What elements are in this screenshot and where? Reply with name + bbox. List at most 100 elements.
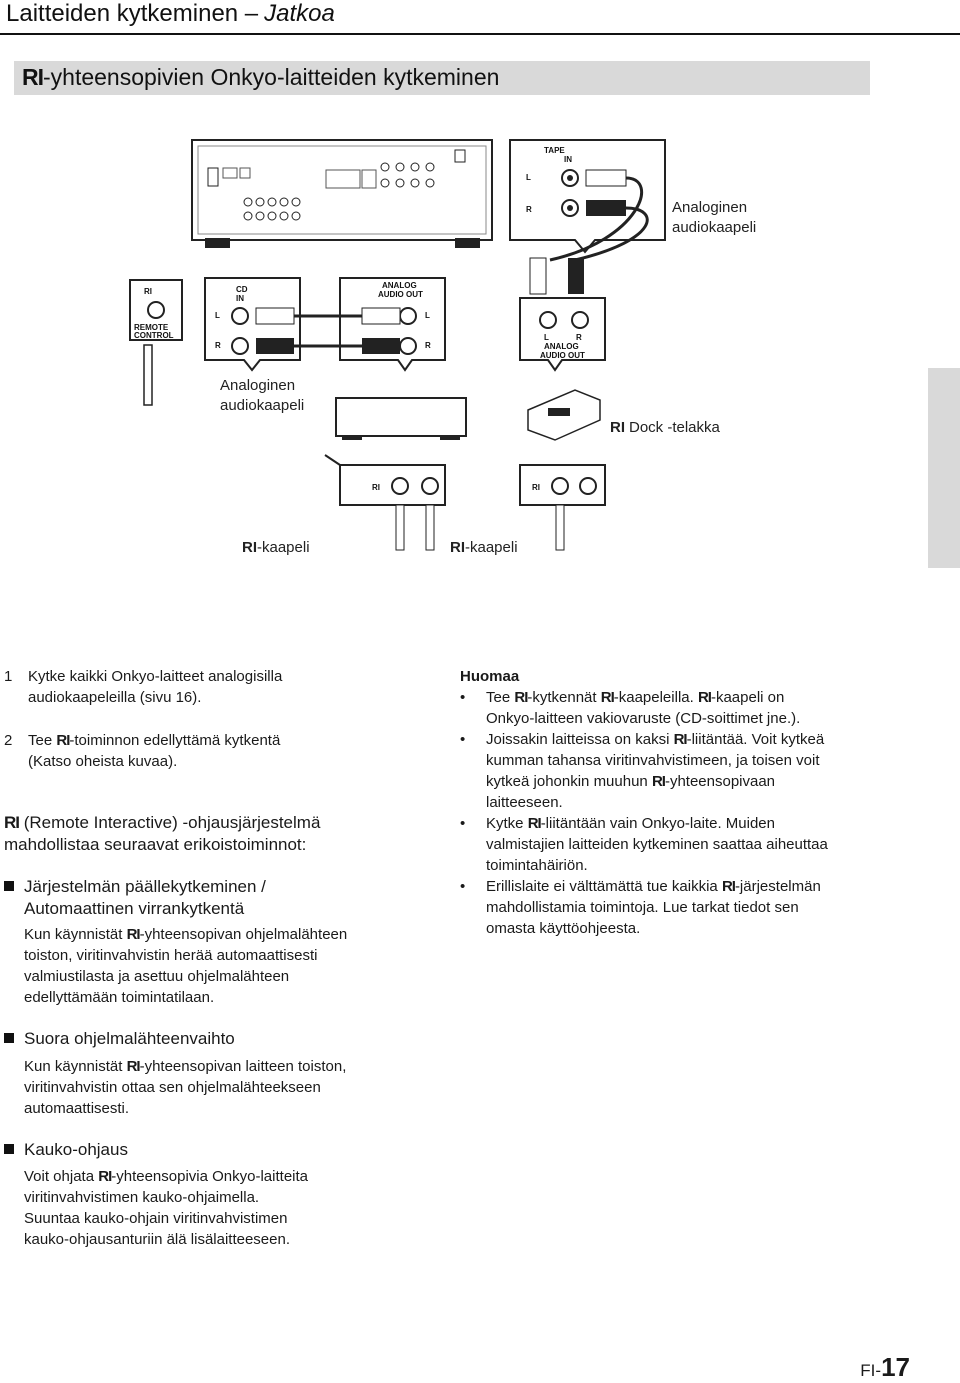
- title-rule: [0, 33, 960, 35]
- feature-3-pre: Voit ohjata: [24, 1168, 95, 1185]
- feature-3-line-d: kauko-ohjausanturiin älä lisälaitteeseen…: [24, 1231, 291, 1248]
- feature-1-heading: Järjestelmän päällekytkeminen / Automaat…: [4, 876, 444, 920]
- note-4-line-b: mahdollistamia toimintoja. Lue tarkat ti…: [486, 899, 799, 916]
- feature-3-line-c: Suuntaa kauko-ohjain viritinvahvistimen: [24, 1210, 288, 1227]
- remote-control-label: REMOTE: [134, 323, 169, 332]
- feature-2-line-c: automaattisesti.: [24, 1100, 130, 1117]
- ri-mark: RI: [527, 815, 542, 832]
- note-2-pre: Joissakin laitteissa on kaksi: [486, 731, 670, 748]
- ri-mark-right: RI: [532, 483, 540, 492]
- feature-1-line-b: toiston, viritinvahvistin herää automaat…: [24, 947, 318, 964]
- tape-in-callout: TAPE IN L R: [509, 139, 666, 262]
- step-2-num: 2: [4, 732, 13, 749]
- ri-mark: RI: [144, 287, 152, 296]
- note-2: Joissakin laitteissa on kaksi RI-liitänt…: [460, 729, 900, 813]
- feature-1-line-d: edellyttämään toimintatilaan.: [24, 989, 215, 1006]
- feature-2-title: Suora ohjelmalähteenvaihto: [24, 1029, 235, 1048]
- ri-cable-right-mark: RI: [450, 539, 465, 556]
- ri-cable-right-text: -kaapeli: [465, 539, 518, 556]
- feature-3-line-a: -yhteensopivia Onkyo-laitteita: [111, 1168, 308, 1185]
- ri-callout-right: RI: [519, 464, 606, 551]
- cd-player: [335, 397, 467, 440]
- dock-r-label: R: [576, 333, 582, 342]
- feature-1-line-a: -yhteensopivan ohjelmalähteen: [139, 926, 348, 943]
- step-2-pre: Tee: [28, 732, 53, 749]
- feature-1-pre: Kun käynnistät: [24, 926, 123, 943]
- ri-callout-left: RI: [324, 454, 446, 551]
- ri-logo: RI: [22, 64, 44, 90]
- analog-cable-label-2: Analoginen: [220, 377, 295, 394]
- step-2-line-a: -toiminnon edellyttämä kytkentä: [69, 732, 281, 749]
- note-4-pre: Erillislaite ei välttämättä tue kaikkia: [486, 878, 718, 895]
- feature-3-line-b: viritinvahvistimen kauko-ohjaimella.: [24, 1189, 260, 1206]
- title-main: Laitteiden kytkeminen –: [6, 0, 259, 27]
- ri-mark: RI: [673, 731, 688, 748]
- page-prefix: FI-: [860, 1361, 882, 1380]
- intro-paragraph: RI (Remote Interactive) -ohjausjärjestel…: [4, 812, 444, 856]
- cd-in-sublabel: IN: [236, 294, 244, 303]
- analog-cable-label-2b: audiokaapeli: [220, 397, 304, 414]
- analog-cable-label-1: Analoginen: [672, 199, 747, 216]
- dock-label-text: Dock -telakka: [629, 419, 721, 436]
- note-3-line-a: -liitäntään vain Onkyo-laite. Muiden: [540, 815, 775, 832]
- feature-1-title-a: Järjestelmän päällekytkeminen /: [24, 877, 266, 896]
- ri-mark: RI: [600, 689, 615, 706]
- dock-l-label: L: [544, 333, 549, 342]
- tape-l-label: L: [526, 173, 531, 182]
- ri-mark-left: RI: [372, 483, 380, 492]
- ri-mark: RI: [651, 773, 666, 790]
- ri-mark: RI: [514, 689, 528, 706]
- analog-cable-label-1b: audiokaapeli: [672, 219, 756, 236]
- step-2: 2 Tee RI-toiminnon edellyttämä kytkentä (…: [4, 730, 424, 772]
- page-title: Laitteiden kytkeminen –Jatkoa: [6, 0, 335, 28]
- page-number-value: 17: [881, 1352, 910, 1382]
- section-bar: [14, 61, 870, 95]
- ri-cable-left-mark: RI: [242, 539, 257, 556]
- tape-in-label: TAPE: [544, 146, 565, 155]
- section-title-text: -yhteensopivien Onkyo-laitteiden kytkemi…: [43, 64, 500, 90]
- tape-r-label: R: [526, 205, 532, 214]
- dock-out-callout: L R ANALOG AUDIO OUT: [519, 257, 606, 372]
- ri-mark: RI: [56, 732, 70, 749]
- tape-in-sublabel: IN: [564, 155, 572, 164]
- section-title: RI-yhteensopivien Onkyo-laitteiden kytke…: [22, 64, 499, 91]
- feature-3-body: Voit ohjata RI-yhteensopivia Onkyo-laitt…: [24, 1166, 444, 1250]
- note-1-line-b: Onkyo-laitteen vakiovaruste (CD-soittime…: [486, 710, 801, 727]
- feature-1-title-b: Automaattinen virrankytkentä: [24, 899, 245, 918]
- feature-2-line-b: viritinvahvistin ottaa sen ohjelmalähtee…: [24, 1079, 321, 1096]
- cd-in-callout: CD IN L R: [204, 277, 301, 372]
- note-2-line-c: -yhteensopivaan: [664, 773, 776, 790]
- notes-section: Huomaa Tee RI-kytkennät RI-kaapeleilla. …: [460, 666, 900, 939]
- feature-1-line-c: valmiustilasta ja asettuu ohjelmalähteen: [24, 968, 290, 985]
- ri-mark: RI: [721, 878, 736, 895]
- cd-l-label: L: [215, 311, 220, 320]
- analog-out-callout: ANALOG AUDIO OUT L R: [293, 277, 446, 372]
- notes-list: Tee RI-kytkennät RI-kaapeleilla. RI-kaap…: [460, 687, 900, 939]
- step-1-num: 1: [4, 668, 13, 685]
- remote-control-box: RI REMOTE CONTROL: [129, 279, 183, 406]
- note-1-mid3: -kaapeli on: [710, 689, 785, 706]
- square-bullet-icon: [4, 1144, 14, 1154]
- receiver-back-panel: [191, 139, 493, 248]
- note-3: Kytke RI-liitäntään vain Onkyo-laite. Mu…: [460, 813, 900, 876]
- ri-mark: RI: [126, 926, 141, 943]
- notes-heading: Huomaa: [460, 668, 520, 685]
- note-2-line-b: kumman tahansa viritinvahvistimeen, ja t…: [486, 752, 820, 769]
- feature-1-body: Kun käynnistät RI-yhteensopivan ohjelmal…: [24, 924, 444, 1008]
- step-2-line-b: (Katso oheista kuvaa).: [28, 753, 178, 770]
- remote-control-label-b: CONTROL: [134, 331, 174, 340]
- ri-mark: RI: [126, 1058, 141, 1075]
- note-1-mid2: -kaapeleilla.: [613, 689, 694, 706]
- analog-out-label: ANALOG: [382, 281, 417, 290]
- ri-cable-label-left: RI-kaapeli: [242, 539, 310, 556]
- note-1-pre: Tee: [486, 689, 511, 706]
- note-2-line-d: laitteeseen.: [486, 794, 563, 811]
- note-4: Erillislaite ei välttämättä tue kaikkia …: [460, 876, 900, 939]
- feature-2-line-a: -yhteensopivan laitteen toiston,: [139, 1058, 347, 1075]
- square-bullet-icon: [4, 1033, 14, 1043]
- feature-3-heading: Kauko-ohjaus: [4, 1139, 444, 1161]
- ri-mark: RI: [98, 1168, 112, 1185]
- dock-out-label: ANALOG: [544, 342, 579, 351]
